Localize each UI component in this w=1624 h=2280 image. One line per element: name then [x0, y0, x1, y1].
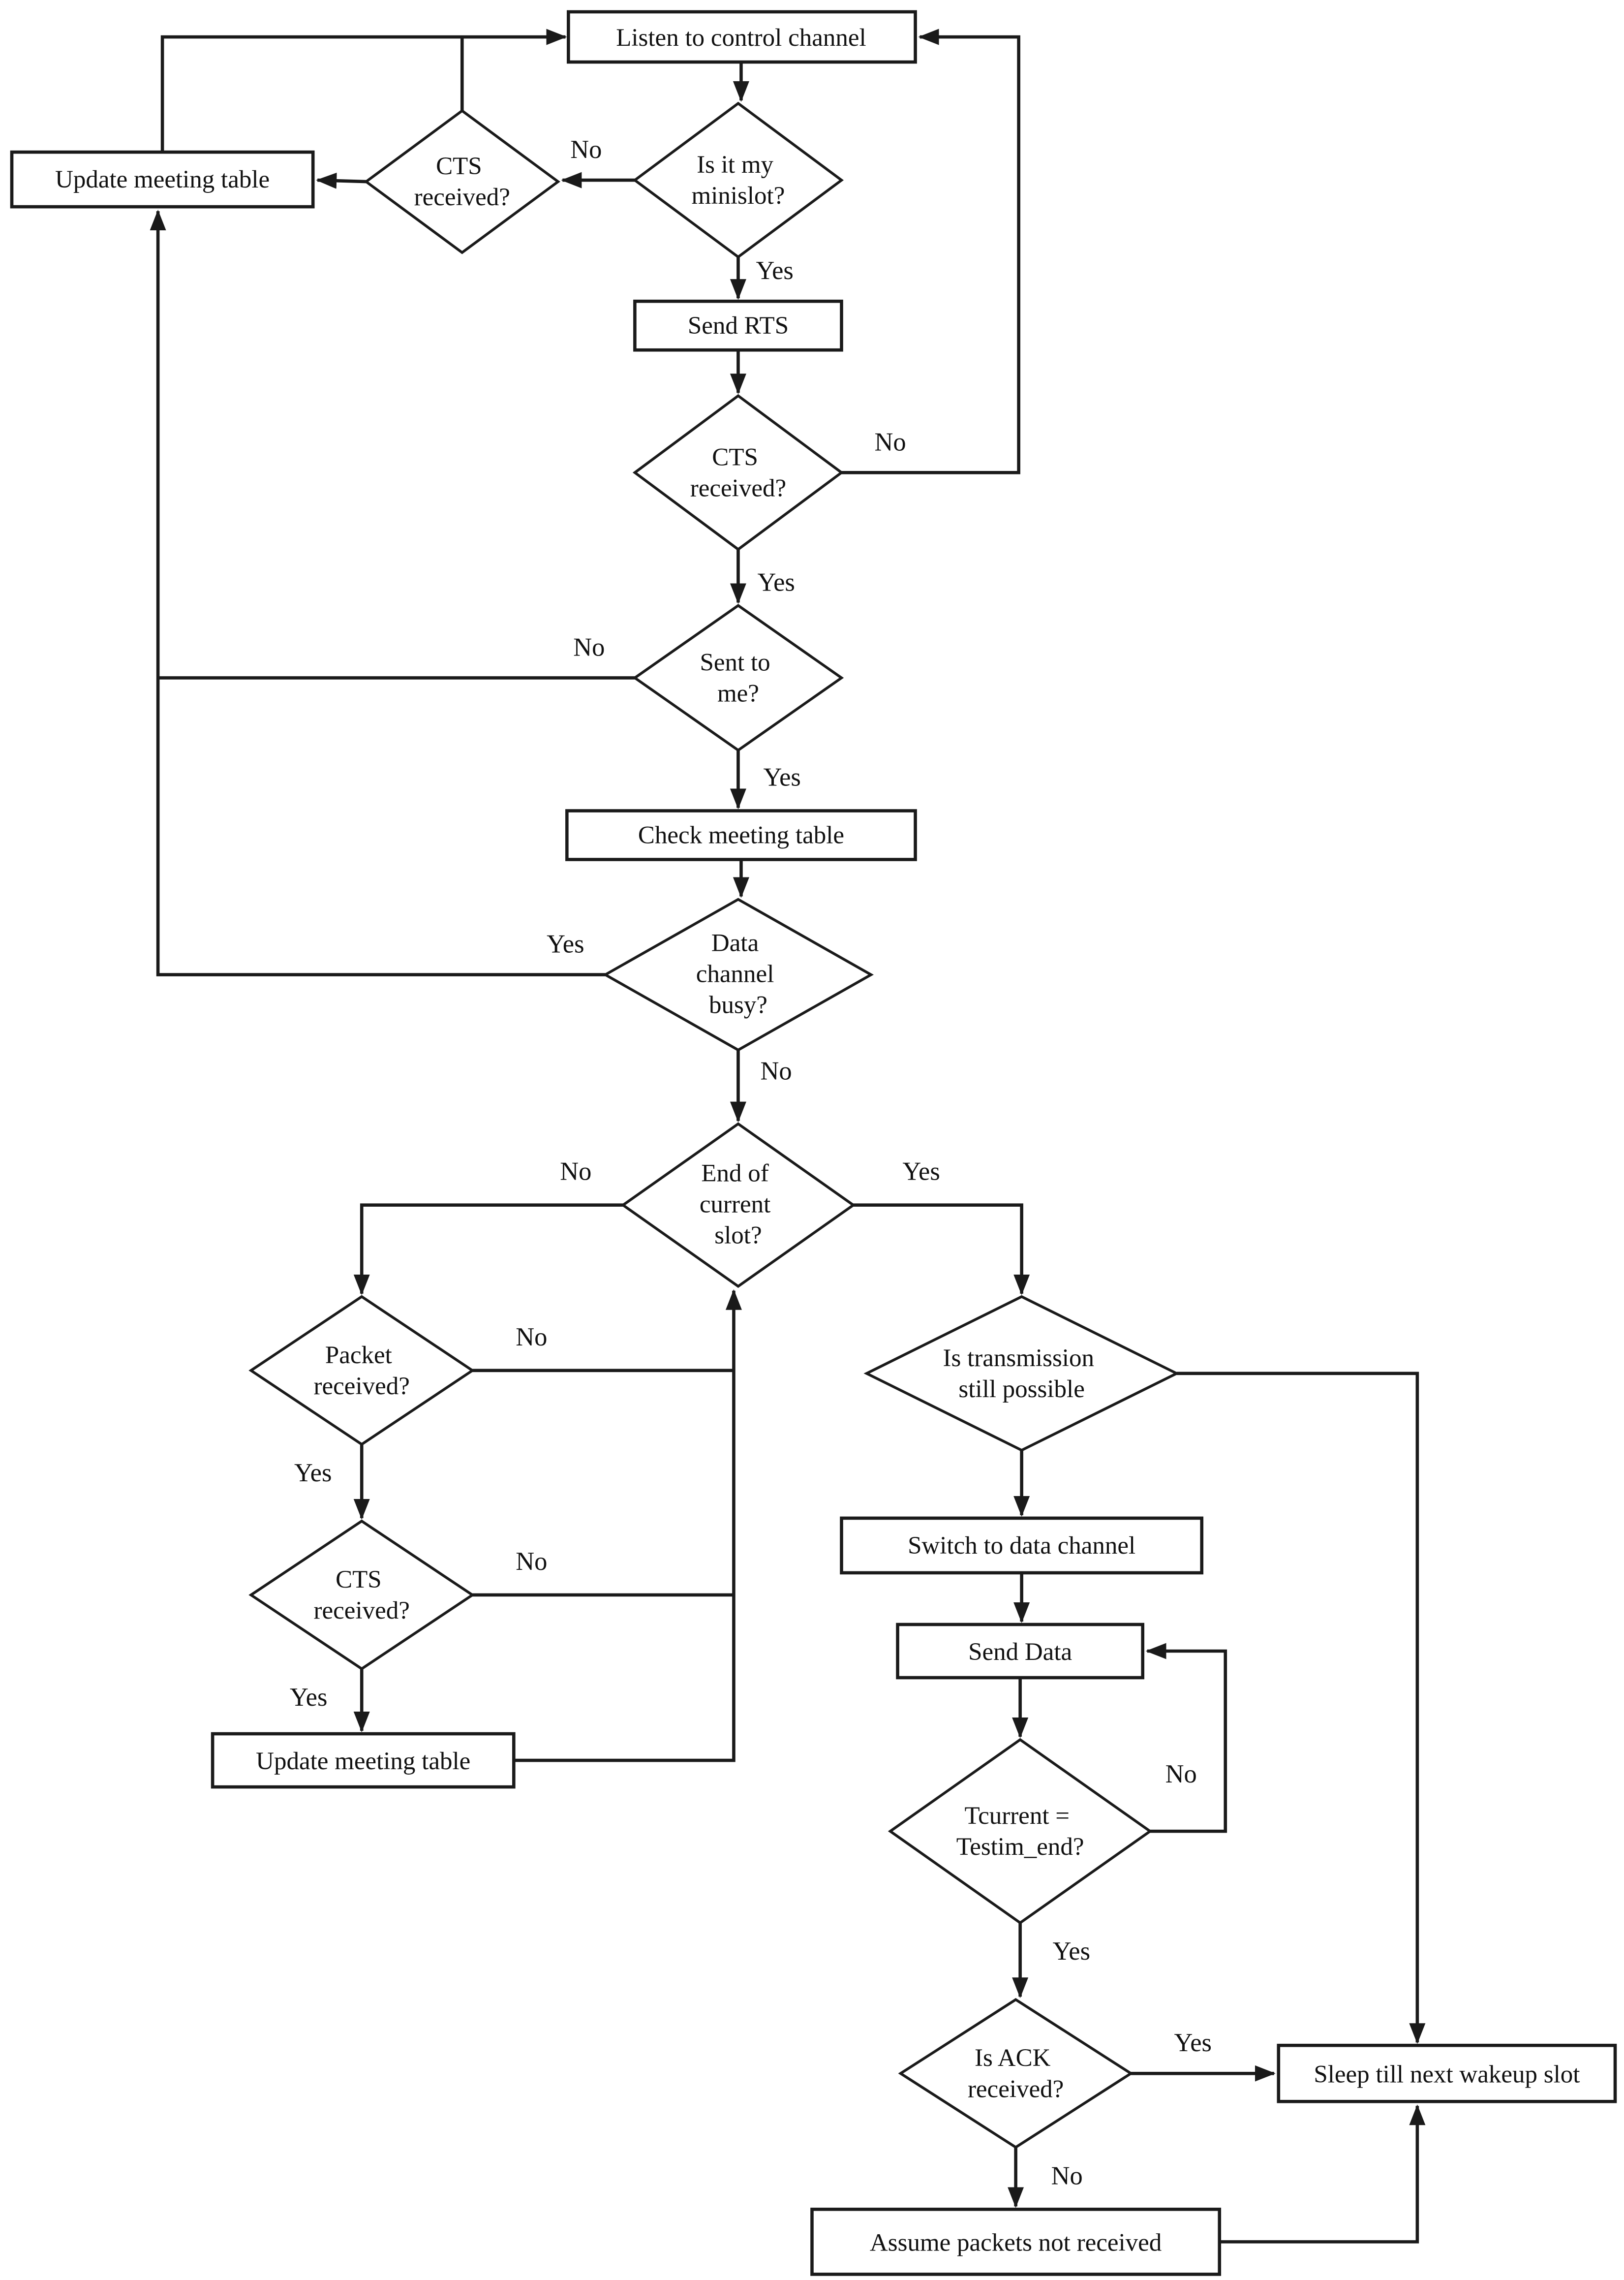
node-ack: Is ACK received? [898, 1998, 1134, 2149]
node-cts3: CTS received? [248, 1519, 475, 1671]
node-listen: Listen to control channel [567, 10, 917, 64]
edge-cts2-no [841, 29, 1020, 474]
edge-label-senttome-yes: Yes [763, 763, 800, 791]
node-minislot-shape [632, 101, 844, 259]
node-cts1-shape [364, 109, 560, 254]
node-cts1: CTS received? [364, 109, 560, 254]
node-update1-box [10, 150, 315, 209]
node-busy-shape [602, 898, 874, 1052]
node-cts1-label: CTS received? [414, 153, 510, 211]
edge-label-packet-yes: Yes [294, 1459, 332, 1487]
edge-label-ack-yes: Yes [1174, 2029, 1212, 2057]
node-packet-shape [248, 1295, 475, 1446]
edge-label-busy-no: No [760, 1057, 792, 1086]
node-switch-channel-box [840, 1516, 1204, 1575]
node-update2-label: Update meeting table [256, 1748, 470, 1775]
edge-label-senttome-no: No [573, 633, 605, 661]
edge-transmission-right-to-sleep [1176, 1372, 1426, 2044]
edge-label-endslot-yes: Yes [902, 1157, 940, 1186]
node-sent-to-me-shape [632, 604, 844, 752]
node-send-data: Send Data [896, 1623, 1145, 1680]
edge-label-minislot-no: No [570, 135, 602, 164]
edge-update1-to-listen [160, 29, 567, 153]
node-cts2-label: CTS received? [690, 443, 786, 502]
edge-busy-yes-to-update1 [150, 210, 606, 976]
edge-cts1-to-update1 [316, 172, 367, 189]
node-cts2-shape [632, 394, 844, 551]
node-busy: Data channel busy? [602, 898, 874, 1052]
node-cts3-label: CTS received? [314, 1566, 410, 1624]
node-packet-label: Packet received? [314, 1342, 410, 1400]
edge-update2-to-endslot [514, 1289, 742, 1762]
node-check-table: Check meeting table [565, 809, 917, 861]
edge-label-endslot-no: No [560, 1157, 591, 1186]
node-update2-box [211, 1732, 516, 1789]
node-minislot-label: Is it my minislot? [692, 151, 785, 210]
node-check-table-label: Check meeting table [638, 822, 844, 849]
node-update2: Update meeting table [211, 1732, 516, 1789]
node-minislot: Is it my minislot? [632, 101, 844, 259]
node-send-data-label: Send Data [968, 1638, 1072, 1666]
node-end-slot: End of current slot? [620, 1122, 856, 1288]
edge-label-busy-yes: Yes [547, 930, 584, 959]
edge-label-minislot-yes: Yes [756, 256, 793, 285]
node-tcurrent: Tcurrent = Testim_end? [888, 1738, 1153, 1925]
node-tcurrent-shape [888, 1738, 1153, 1925]
node-send-rts: Send RTS [633, 299, 843, 352]
edge-label-cts2-no: No [874, 428, 906, 456]
edge-label-cts3-no: No [516, 1547, 547, 1576]
node-transmission: Is transmission still possible [863, 1295, 1180, 1452]
node-update1-label: Update meeting table [55, 166, 270, 193]
node-switch-channel-label: Switch to data channel [908, 1532, 1135, 1560]
node-update1: Update meeting table [10, 150, 315, 209]
node-packet: Packet received? [248, 1295, 475, 1446]
node-send-rts-label: Send RTS [688, 312, 789, 340]
edge-label-packet-no: No [516, 1323, 547, 1351]
edge-endslot-yes [853, 1203, 1030, 1295]
node-send-rts-box [633, 299, 843, 352]
edge-label-tcurrent-no: No [1165, 1760, 1197, 1788]
node-sleep-box [1277, 2043, 1617, 2103]
node-listen-label: Listen to control channel [616, 24, 866, 52]
edge-label-cts3-yes: Yes [290, 1683, 327, 1712]
node-sent-to-me: Sent to me? [632, 604, 844, 752]
node-listen-box [567, 10, 917, 64]
node-switch-channel: Switch to data channel [840, 1516, 1204, 1575]
node-end-slot-shape [620, 1122, 856, 1288]
node-end-slot-label: End of current slot? [700, 1160, 777, 1249]
node-send-data-box [896, 1623, 1145, 1680]
edge-tcurrent-no-loop [1145, 1643, 1227, 1833]
edge-label-cts2-yes: Yes [757, 568, 795, 596]
node-assume-label: Assume packets not received [870, 2229, 1162, 2256]
node-sleep-label: Sleep till next wakeup slot [1314, 2061, 1580, 2088]
node-busy-label: Data channel busy? [696, 930, 780, 1019]
edge-endslot-no [353, 1203, 623, 1295]
node-sleep: Sleep till next wakeup slot [1277, 2043, 1617, 2103]
node-cts2: CTS received? [632, 394, 844, 551]
node-assume: Assume packets not received [810, 2208, 1222, 2276]
edges [150, 29, 1426, 2244]
node-assume-box [810, 2208, 1222, 2276]
node-check-table-box [565, 809, 917, 861]
node-transmission-label: Is transmission still possible [943, 1344, 1101, 1403]
node-ack-shape [898, 1998, 1134, 2149]
edge-assume-to-sleep [1219, 2104, 1426, 2244]
node-tcurrent-label: Tcurrent = Testim_end? [956, 1802, 1084, 1861]
edge-labels: No Yes No Yes No Yes Yes No No Yes No Ye… [290, 135, 1212, 2190]
node-transmission-shape [863, 1295, 1180, 1452]
node-cts3-shape [248, 1519, 475, 1671]
edge-label-tcurrent-yes: Yes [1053, 1937, 1090, 1966]
node-ack-label: Is ACK received? [968, 2044, 1064, 2103]
node-sent-to-me-label: Sent to me? [700, 649, 777, 707]
edge-label-ack-no: No [1051, 2161, 1083, 2190]
